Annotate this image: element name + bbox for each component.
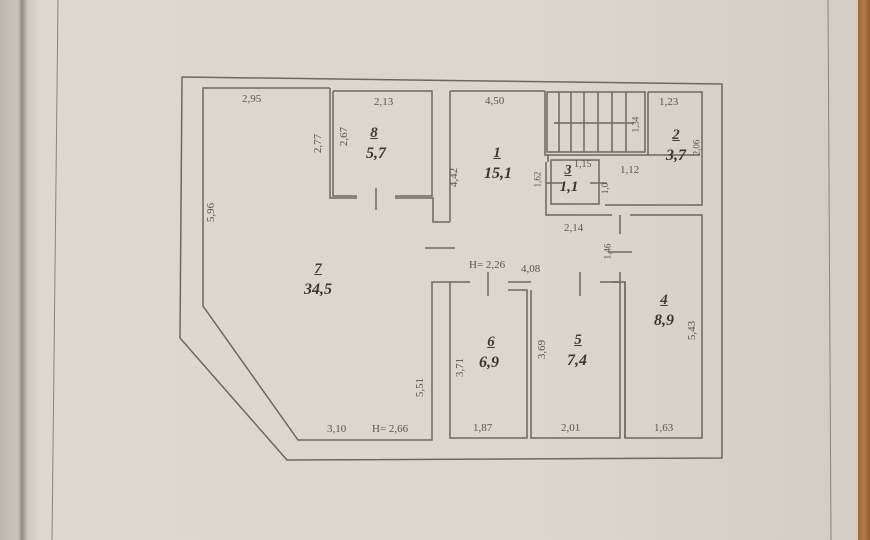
room-7-number: 7 — [314, 261, 322, 277]
dim-hall-length: 4,08 — [521, 263, 541, 275]
dim-r6-left: 3,71 — [454, 357, 467, 378]
room-3-wall — [550, 159, 600, 205]
dim-r7-left: 5,96 — [205, 202, 218, 223]
room-6-number: 6 — [487, 334, 495, 350]
dim-r2-bottom: 1,12 — [620, 164, 640, 176]
room-6-area: 6,9 — [479, 354, 499, 371]
room-8-wall — [332, 91, 357, 197]
dim-hall-door: 1,46 — [602, 243, 613, 260]
room-4-number: 4 — [660, 292, 668, 308]
room-7-area: 34,5 — [304, 281, 332, 298]
room-1-area: 15,1 — [484, 165, 512, 182]
room-8-number: 8 — [370, 125, 378, 141]
dim-r3-right: 1,0 — [600, 182, 611, 195]
dim-r7-right: 5,51 — [414, 377, 427, 398]
room-2-area: 3,7 — [666, 147, 686, 164]
dim-r1-left: 4,42 — [448, 167, 461, 188]
dim-r8-left: 2,67 — [338, 126, 351, 147]
room-4-area: 8,9 — [654, 312, 674, 329]
dim-r4-right: 5,43 — [686, 320, 699, 341]
room-5-number: 5 — [574, 332, 582, 348]
dim-stair: 1,34 — [630, 116, 641, 133]
room-5-area: 7,4 — [567, 352, 587, 369]
dim-r6-bottom: 1,87 — [473, 422, 493, 434]
dim-r4-bottom: 1,63 — [654, 422, 674, 434]
dim-r7-bottom: 3,10 — [327, 423, 347, 435]
dim-r3-left: 1,62 — [532, 171, 543, 188]
dim-r2-right: 2,06 — [691, 139, 702, 156]
staircase — [546, 91, 646, 153]
dim-r3-top: 1,15 — [574, 159, 592, 170]
room-5-wall — [530, 281, 621, 439]
room-1-number: 1 — [493, 145, 501, 161]
dim-r1-top: 4,50 — [485, 95, 505, 107]
dim-r8-top: 2,13 — [374, 96, 394, 108]
room-6-wall — [449, 282, 528, 439]
dim-hall-height: H= 2,26 — [469, 259, 506, 271]
outer-wall — [179, 76, 723, 461]
room-2-wall — [605, 91, 703, 206]
dim-hall-top: 2,14 — [564, 222, 584, 234]
dim-r7-inner: 2,77 — [312, 133, 325, 154]
room-7-wall — [202, 87, 450, 441]
dim-r2-top: 1,23 — [659, 96, 679, 108]
room-8-area: 5,7 — [366, 145, 386, 162]
room-3-number: 3 — [564, 163, 572, 178]
dim-r5-bottom: 2,01 — [561, 422, 581, 434]
dim-r7-height: H= 2,66 — [372, 423, 409, 435]
dim-r7-top: 2,95 — [242, 93, 262, 105]
room-2-number: 2 — [672, 127, 680, 143]
dim-r5-left: 3,69 — [536, 339, 549, 360]
wooden-table-edge — [858, 0, 870, 540]
room-3-area: 1,1 — [559, 179, 579, 195]
